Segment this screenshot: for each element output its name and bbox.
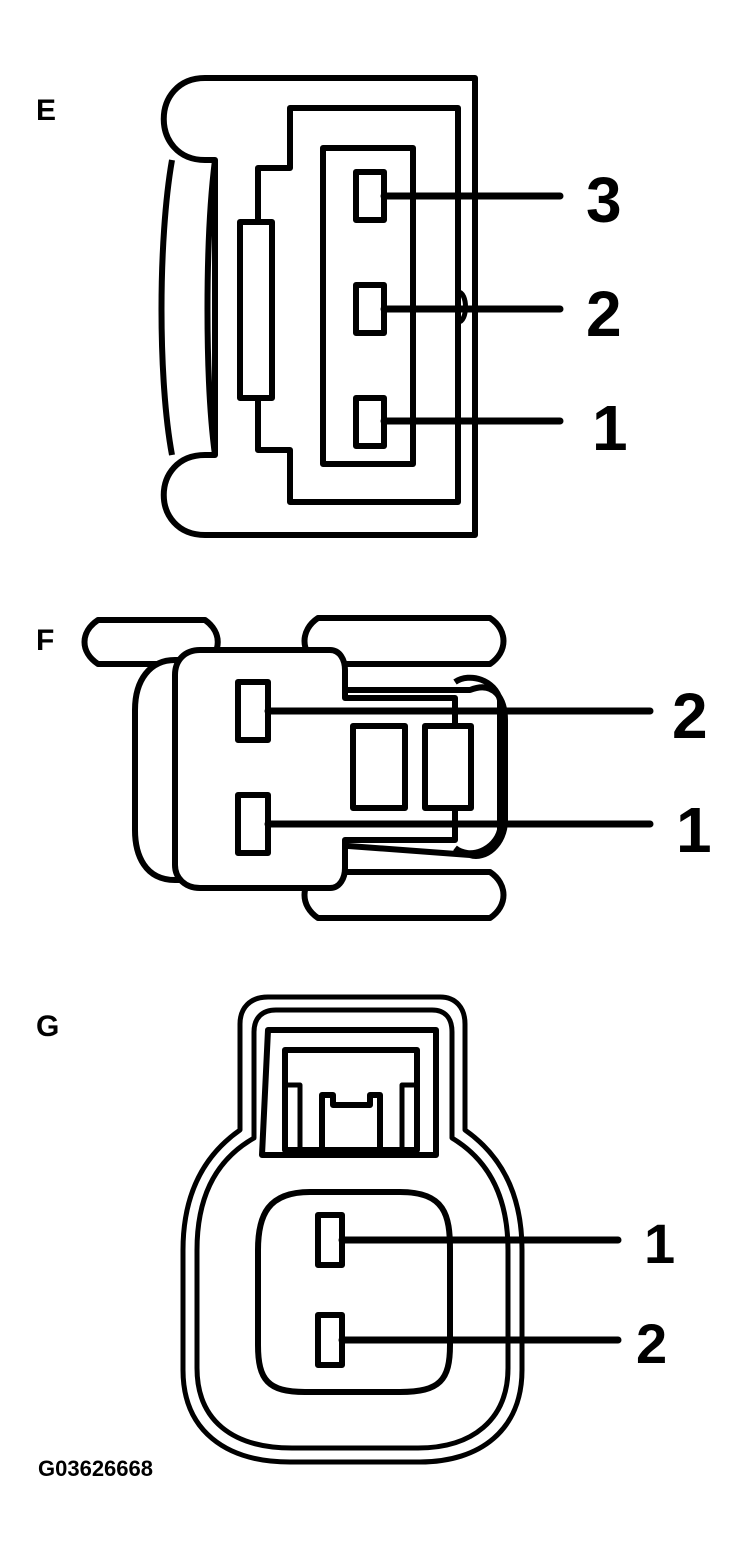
connector-e-pin-3-label: 3 — [586, 164, 622, 236]
connector-e-leaders — [380, 192, 564, 425]
connector-f-leaders — [264, 707, 654, 828]
connector-f-body — [81, 615, 508, 921]
connector-f-pins — [235, 679, 271, 856]
connector-e-pin-2-label: 2 — [586, 278, 622, 350]
connector-g-pin-1 — [315, 1212, 345, 1268]
figure-id: G03626668 — [38, 1456, 153, 1481]
connector-e-pin-3 — [353, 169, 387, 223]
connector-f-pin-1-label: 1 — [676, 794, 712, 866]
connector-f-pin-2 — [235, 679, 271, 743]
connector-e-pin-1 — [353, 395, 387, 449]
connector-f-label: F — [36, 624, 55, 657]
connector-e-pins — [353, 169, 387, 449]
connector-f-pin-2-label: 2 — [672, 680, 708, 752]
connector-e-pin-1-label: 1 — [592, 392, 628, 464]
connector-e-body — [158, 75, 478, 538]
connector-e-pin-2 — [353, 282, 387, 336]
connector-g-pin-1-label: 1 — [644, 1212, 676, 1275]
connector-g-pin-2 — [315, 1312, 345, 1368]
connector-g-leaders — [338, 1236, 622, 1344]
connector-g-label: G — [36, 1010, 60, 1043]
connector-g-pin-2-label: 2 — [636, 1312, 668, 1375]
connector-f-pin-1 — [235, 792, 271, 856]
connector-e-label: E — [36, 94, 57, 127]
